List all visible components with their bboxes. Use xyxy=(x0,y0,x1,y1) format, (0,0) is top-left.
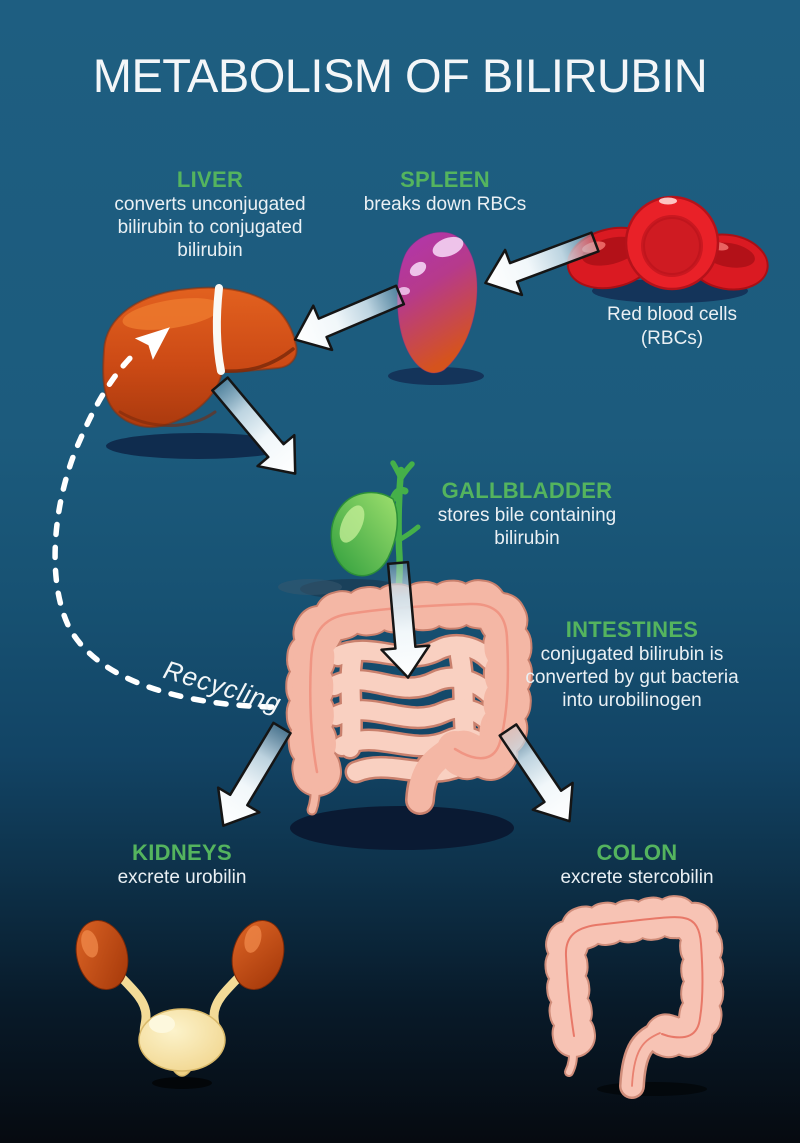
page-title: METABOLISM OF BILIRUBIN xyxy=(92,49,708,102)
kidneys-label: KIDNEYS xyxy=(132,840,232,865)
kidneys-description: excrete urobilin xyxy=(117,867,247,888)
liver-label: LIVER xyxy=(176,167,244,192)
rbc-caption: Red blood cells (RBCs) xyxy=(607,304,737,349)
arrow-intestines-to-kidneys xyxy=(216,721,292,827)
liver-description: converts unconjugated bilirubin to conju… xyxy=(114,194,306,262)
arrow-liver-to-gallbladder xyxy=(211,376,297,475)
gallbladder-description: stores bile containing bilirubin xyxy=(437,505,617,550)
kidneys-icon xyxy=(75,920,285,1089)
colon-label: COLON xyxy=(596,840,678,865)
recycling-dashed-arrow xyxy=(52,327,275,710)
intestines-label: INTESTINES xyxy=(565,617,699,642)
gallbladder-icon xyxy=(278,460,421,599)
intestines-description: conjugated bilirubin is converted by gut… xyxy=(525,644,739,712)
liver-icon xyxy=(102,284,298,459)
spleen-label: SPLEEN xyxy=(400,167,490,192)
arrow-rbc-to-spleen xyxy=(484,231,600,297)
arrow-intestines-to-colon xyxy=(498,723,574,823)
colon-icon xyxy=(544,895,725,1099)
arrow-spleen-to-liver xyxy=(293,284,406,352)
gallbladder-label: GALLBLADDER xyxy=(441,478,613,503)
arrow-gallbladder-to-intestines xyxy=(380,560,431,679)
intestines-icon xyxy=(285,579,533,850)
spleen-icon xyxy=(388,231,484,385)
colon-description: excrete stercobilin xyxy=(560,867,714,888)
spleen-description: breaks down RBCs xyxy=(363,194,527,215)
